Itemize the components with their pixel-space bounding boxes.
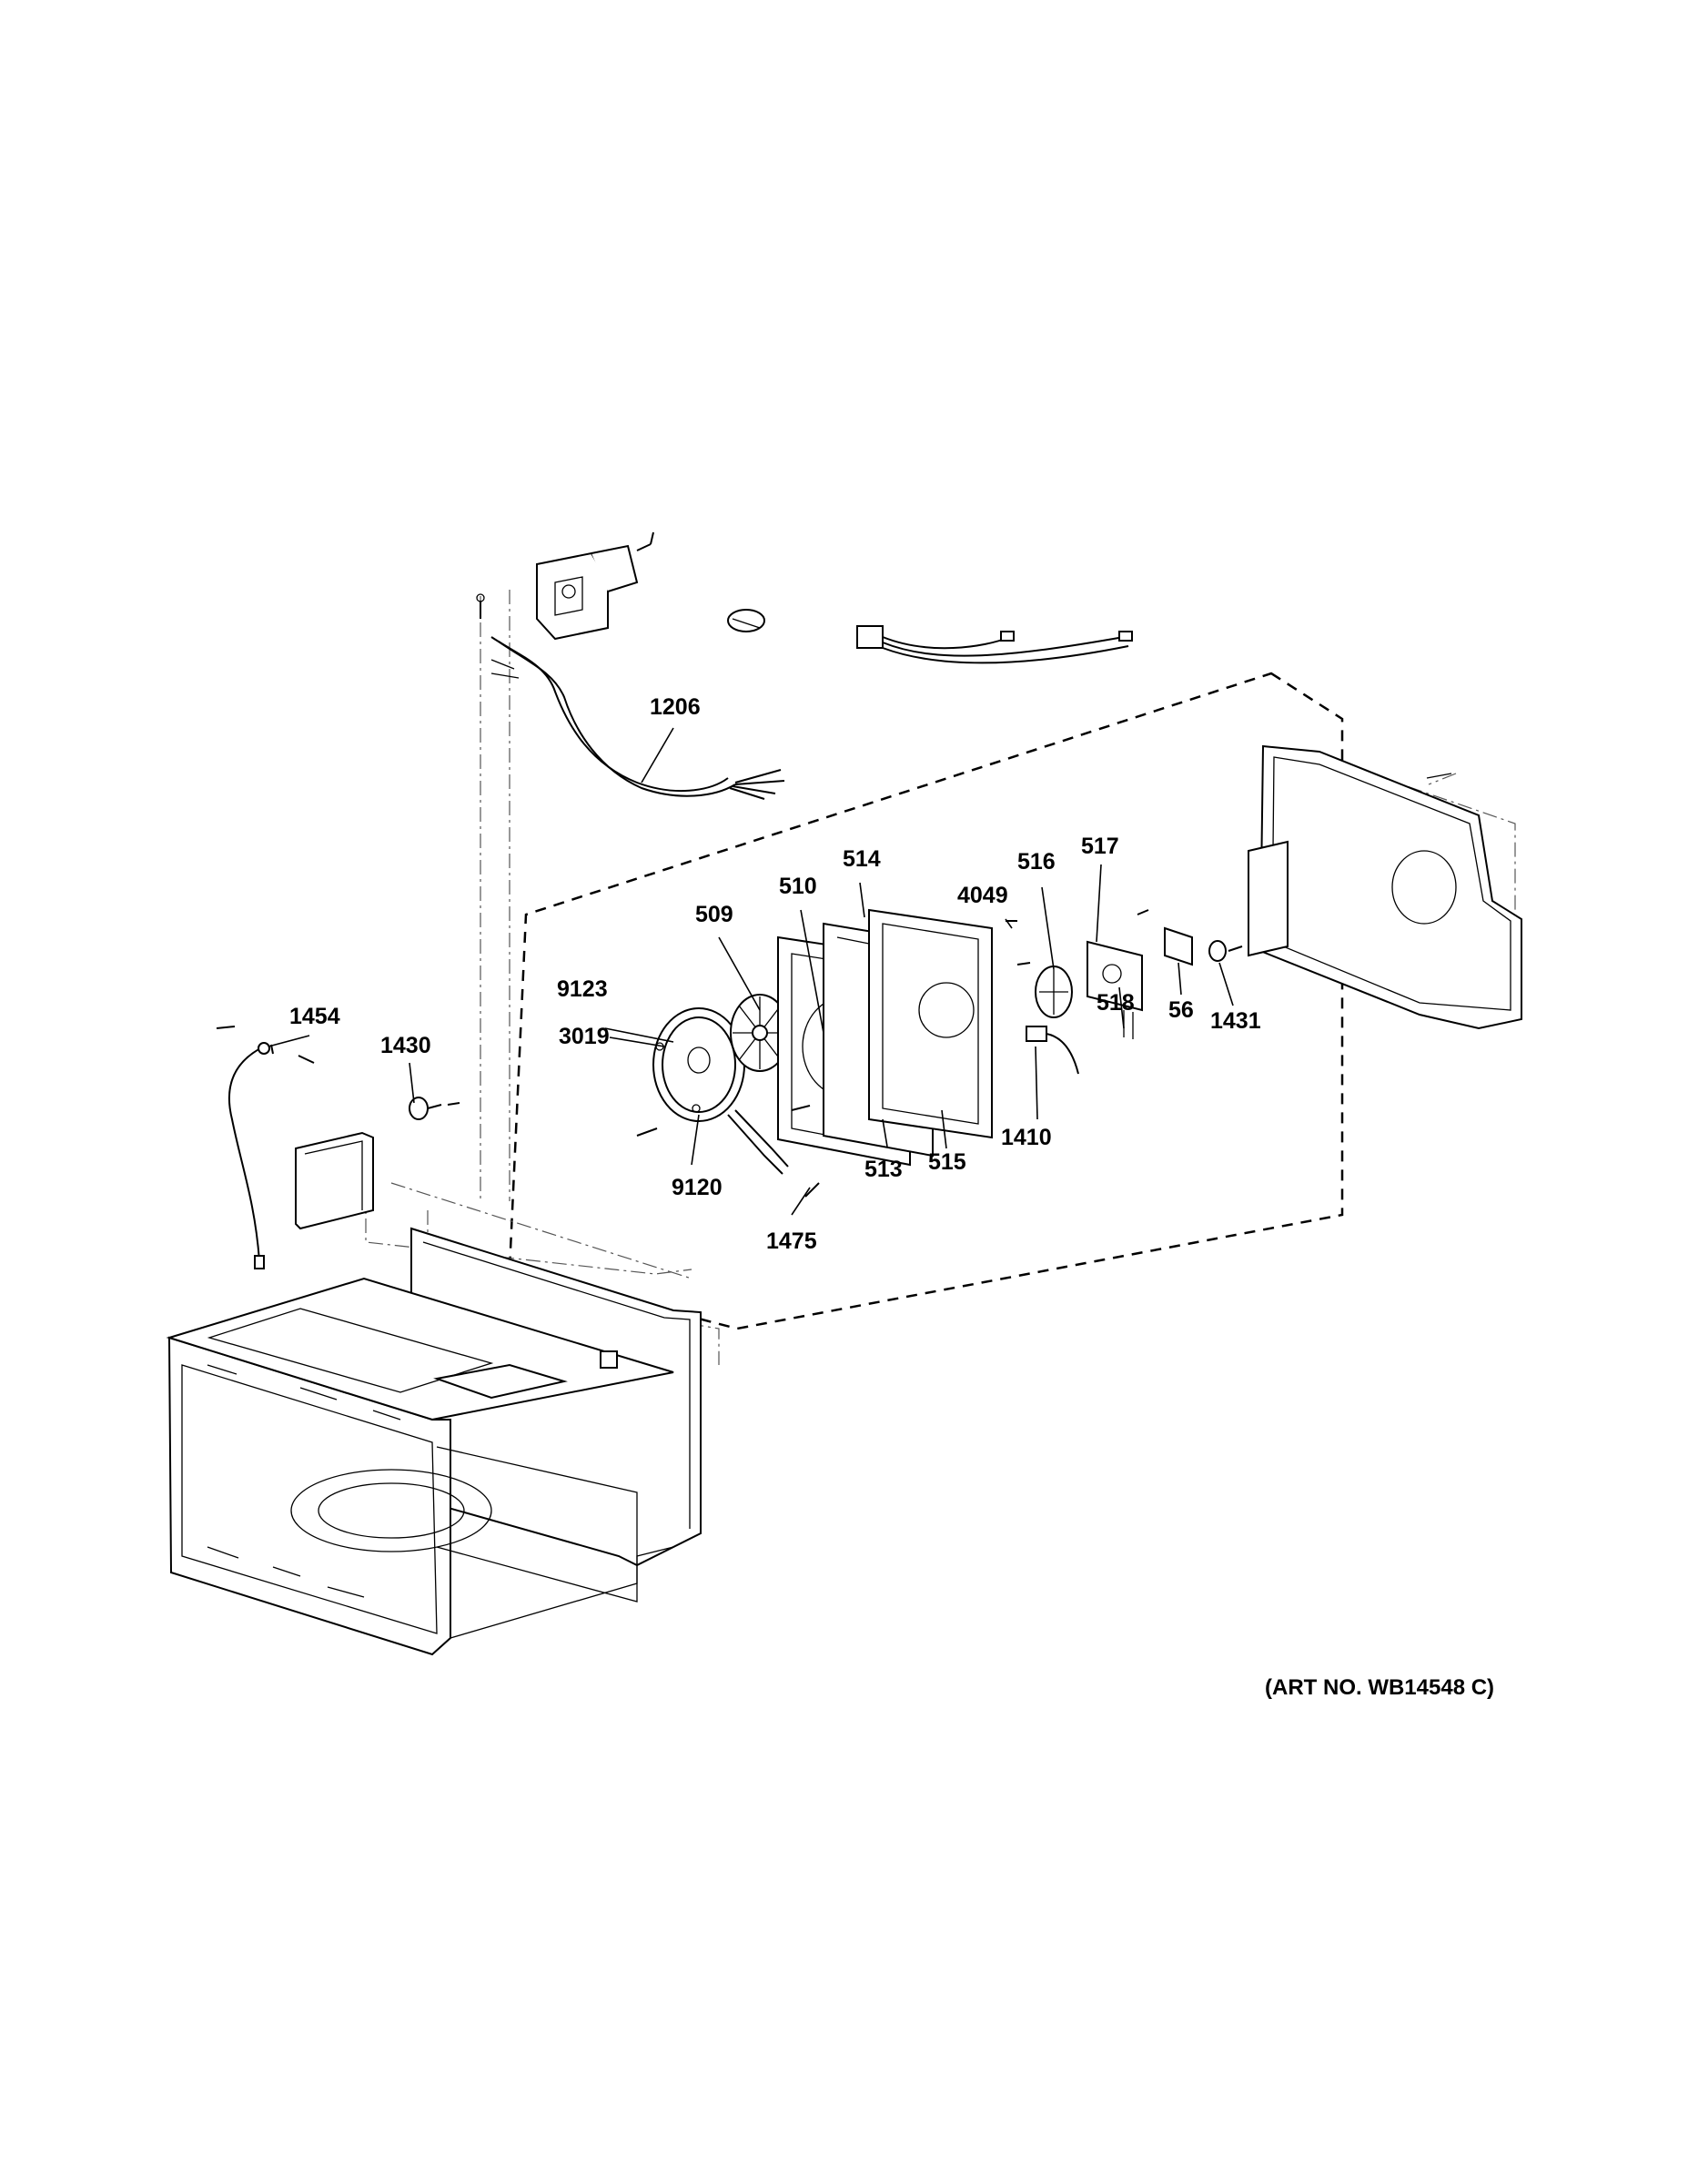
callout-1454: 1454: [289, 1004, 340, 1029]
rear-cover: [1248, 744, 1522, 1030]
callout-513: 513: [864, 1157, 903, 1182]
oven-cavity: [166, 1227, 702, 1656]
bracket-56: [1164, 926, 1193, 966]
callout-515: 515: [928, 1149, 966, 1175]
callout-510: 510: [779, 874, 817, 899]
sensor-1430: [409, 1097, 460, 1120]
screws-assembly: [636, 909, 1149, 1198]
fan-516: [1035, 966, 1073, 1018]
callout-518: 518: [1097, 990, 1135, 1016]
callout-516: 516: [1017, 849, 1056, 875]
callout-9123: 9123: [557, 976, 608, 1002]
bracket-1454-assembly: [216, 1026, 374, 1269]
leader-lines: [268, 727, 1234, 1216]
assembly-boundary: [508, 672, 1344, 1330]
motor-517-518: [1087, 940, 1143, 1039]
sensor-1410: [1026, 1026, 1079, 1075]
callout-1206: 1206: [650, 694, 701, 720]
callout-labels: 1206 514 510 509 4049 516 517 9123 3019 …: [289, 694, 1261, 1254]
callout-1410: 1410: [1001, 1125, 1052, 1150]
callout-9120: 9120: [672, 1175, 723, 1200]
thermal-fuse-part: [727, 609, 765, 632]
plate-515: [868, 908, 993, 1139]
art-number: (ART NO. WB14548 C): [1265, 1675, 1494, 1700]
fan-blade-509: [730, 994, 790, 1072]
wire-harness-1206: [490, 636, 785, 800]
callout-1430: 1430: [380, 1033, 431, 1058]
callout-3019: 3019: [559, 1024, 610, 1049]
callout-1475: 1475: [766, 1228, 817, 1254]
callout-514: 514: [843, 846, 881, 872]
callout-517: 517: [1081, 834, 1119, 859]
callout-509: 509: [695, 902, 733, 927]
sensor-1431: [1208, 940, 1243, 962]
top-bracket: [476, 531, 654, 641]
callout-4049: 4049: [957, 883, 1008, 908]
callout-56: 56: [1168, 997, 1194, 1023]
callout-1431: 1431: [1210, 1008, 1261, 1034]
connector-harness: [856, 625, 1133, 664]
